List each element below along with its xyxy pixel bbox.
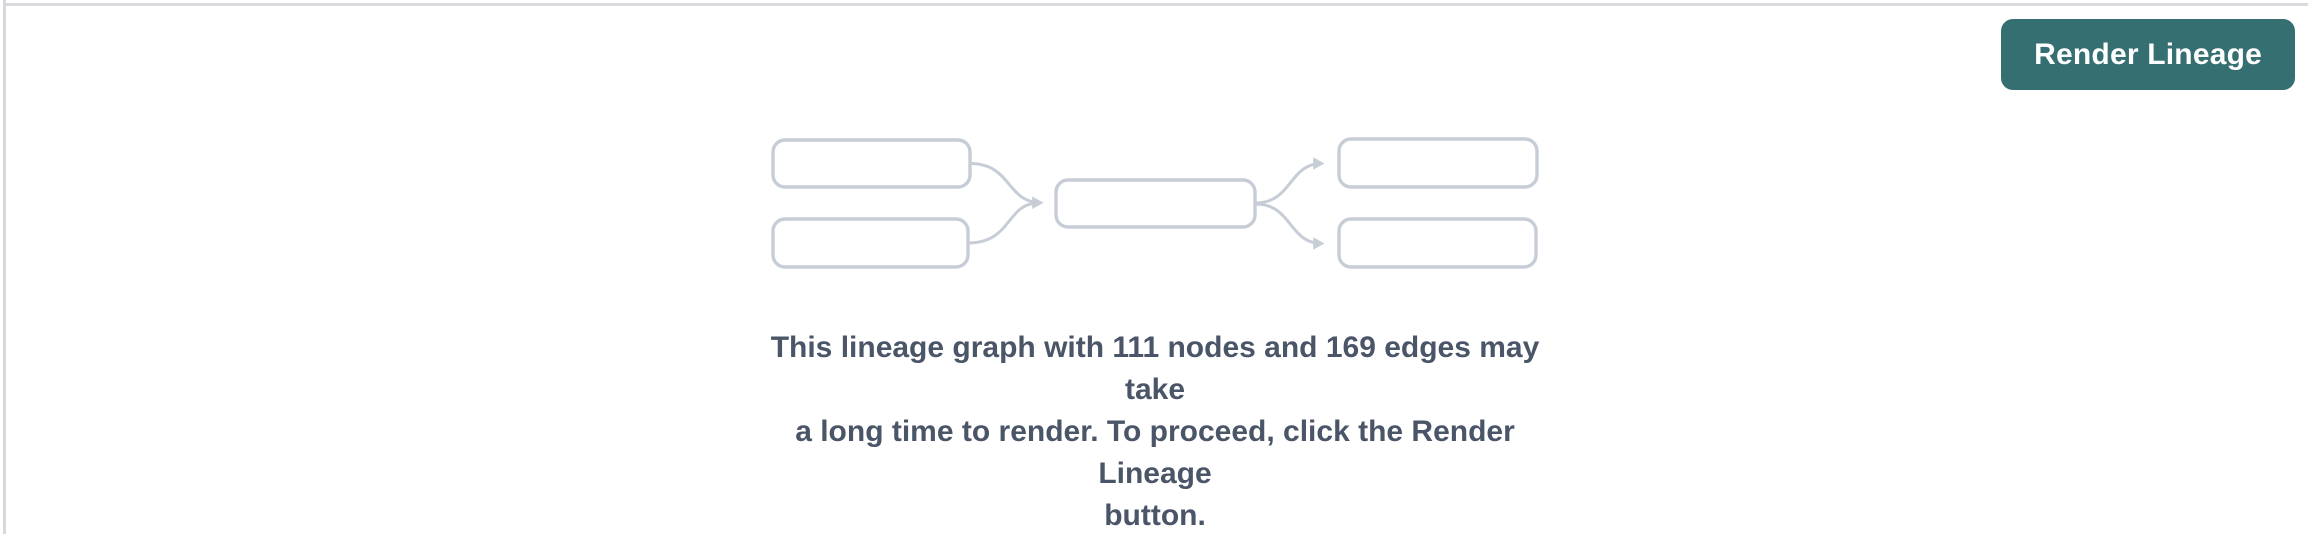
graph-node-upstream-top xyxy=(771,138,972,189)
edge-upstream-top xyxy=(969,162,1044,209)
panel-top-border xyxy=(4,3,2308,6)
graph-node-downstream-top xyxy=(1337,137,1539,189)
render-warning-message: This lineage graph with 111 nodes and 16… xyxy=(755,327,1555,534)
graph-edges xyxy=(967,157,1325,250)
panel-left-border xyxy=(3,0,6,534)
message-line-2: a long time to render. To proceed, click… xyxy=(795,415,1515,490)
edge-downstream-top xyxy=(1254,157,1325,205)
graph-node-upstream-bottom xyxy=(771,217,970,269)
message-line-3: button. xyxy=(1104,499,1206,532)
message-line-1: This lineage graph with 111 nodes and 16… xyxy=(770,331,1540,406)
lineage-graph-placeholder-icon xyxy=(771,137,1539,269)
graph-node-center xyxy=(1054,178,1257,229)
edge-upstream-bottom xyxy=(967,201,1039,245)
edge-downstream-bottom xyxy=(1254,202,1325,250)
graph-node-downstream-bottom xyxy=(1337,217,1538,269)
render-lineage-button[interactable]: Render Lineage xyxy=(2001,19,2295,90)
graph-nodes xyxy=(771,137,1539,269)
